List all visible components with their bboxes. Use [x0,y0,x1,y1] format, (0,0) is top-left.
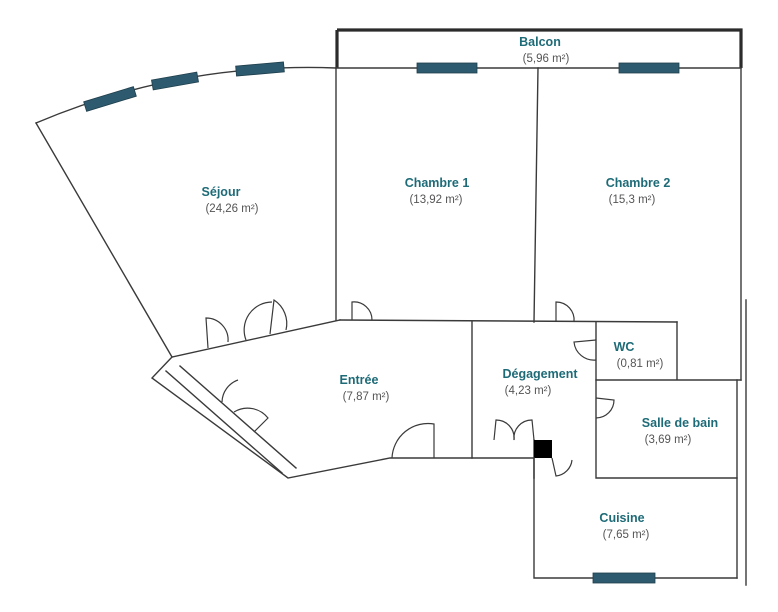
entree-inner-wall2 [165,370,283,474]
room-name-chambre1: Chambre 1 [405,176,470,190]
door-swing [269,298,288,335]
door-swing [555,301,575,323]
door-swing [243,301,273,341]
room-area-sejour: (24,26 m²) [205,203,258,215]
cuisine-walls [533,457,738,579]
degagement-walls [471,321,535,479]
window [235,61,285,77]
room-area-entree: (7,87 m²) [343,391,390,403]
structural-column [534,440,552,458]
room-name-salle-de-bain: Salle de bain [642,416,718,430]
room-labels: Balcon (5,96 m²) Séjour (24,26 m²) Chamb… [202,35,719,541]
bedrooms-bottom-wall [339,319,678,323]
room-name-entree: Entrée [340,373,379,387]
balcony-railing [335,28,743,68]
sejour-entree-wall [171,319,341,358]
window [83,86,137,112]
door-swing [391,422,435,459]
room-area-balcon: (5,96 m²) [523,53,570,65]
entree-inner-wall [179,365,297,469]
room-area-chambre2: (15,3 m²) [609,194,656,206]
windows [83,61,680,584]
door-swing [595,397,615,419]
room-name-sejour: Séjour [202,185,241,199]
room-name-degagement: Dégagement [502,367,578,381]
window [618,62,680,74]
entree-outer-wall [150,356,473,479]
door-swing [221,379,239,403]
room-area-cuisine: (7,65 m²) [603,529,650,541]
wc-walls [595,321,742,381]
window [592,572,656,584]
door-swing [351,301,373,321]
door-swing [205,317,229,349]
door-swing [551,457,573,477]
room-name-cuisine: Cuisine [599,511,644,525]
room-area-degagement: (4,23 m²) [505,385,552,397]
door-swing [493,419,515,441]
window [151,71,199,91]
window [416,62,478,74]
door-swing [513,419,535,441]
room-area-chambre1: (13,92 m²) [409,194,462,206]
room-area-wc: (0,81 m²) [617,358,664,370]
doors [205,298,615,477]
salle-de-bain-walls [595,379,738,479]
room-name-balcon: Balcon [519,35,561,49]
door-swing [233,407,269,433]
door-swing [573,339,597,361]
room-name-chambre2: Chambre 2 [606,176,671,190]
sejour-left-wall [35,122,173,358]
room-area-salle-de-bain: (3,69 m²) [645,434,692,446]
room-name-wc: WC [614,340,635,354]
chambre1-chambre2-wall [533,67,539,323]
